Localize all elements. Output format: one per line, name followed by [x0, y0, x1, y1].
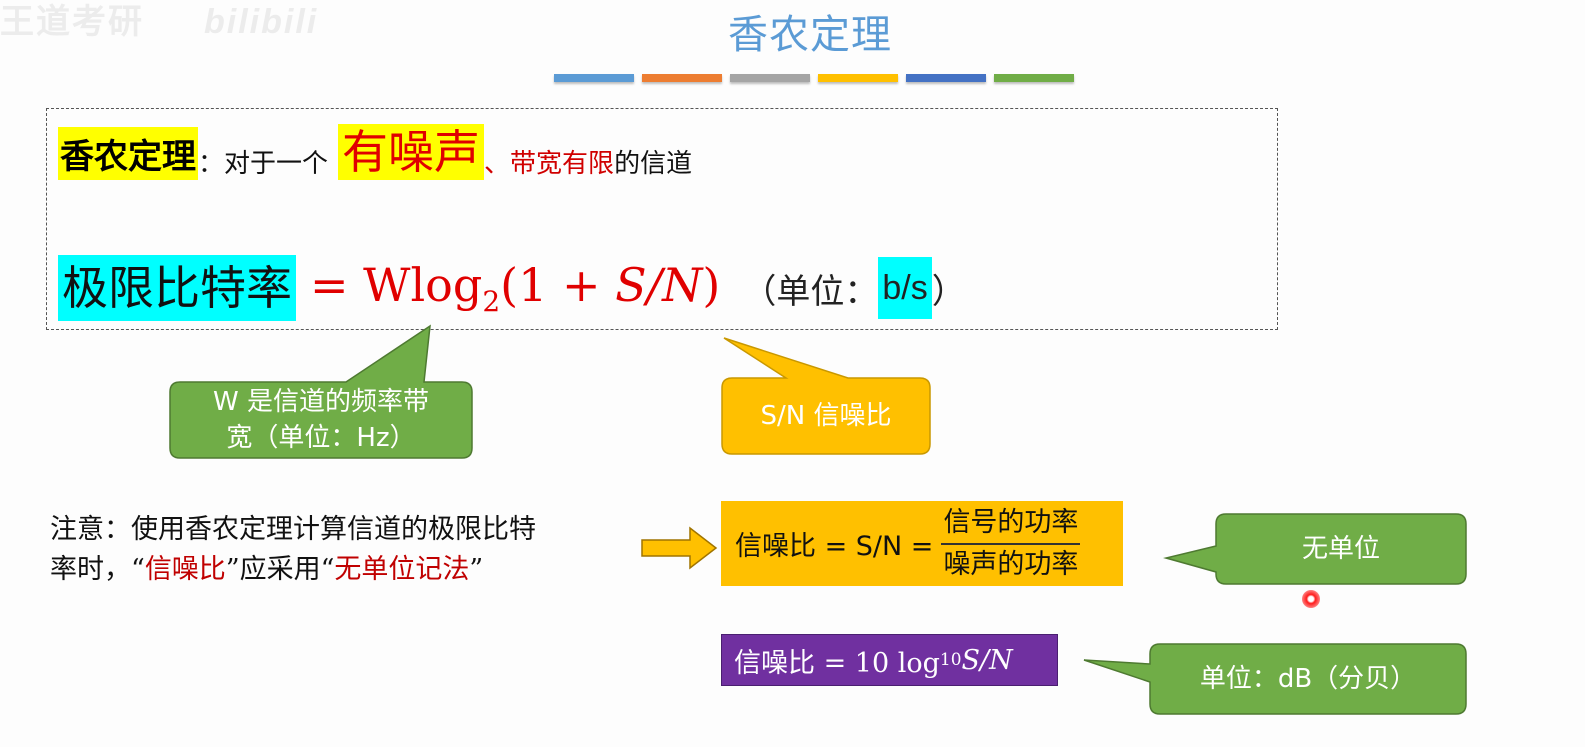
- snr-db-prefix: 信噪比 = 10 log: [734, 647, 940, 679]
- noisy-highlight: 有噪声: [338, 124, 485, 180]
- snr-ratio-box: 信噪比 = S/N = 信号的功率 噪声的功率: [721, 501, 1123, 586]
- w-callout-line2: 宽（单位：Hz）: [226, 423, 416, 453]
- shannon-formula: = Wlog2(1 + S/N): [310, 258, 720, 318]
- definition-box: [46, 108, 1278, 330]
- note-line1: 注意：使用香农定理计算信道的极限比特: [50, 514, 536, 545]
- note-method-highlight: 无单位记法: [334, 554, 470, 585]
- note-snr-highlight: 信噪比: [144, 554, 226, 585]
- snr-fraction: 信号的功率 噪声的功率: [941, 505, 1081, 583]
- no-unit-callout-text: 无单位: [1301, 534, 1380, 564]
- separator: 、: [484, 149, 511, 179]
- definition-tail: 的信道: [614, 149, 693, 179]
- watermark-bilibili-logo: bilibili: [204, 3, 319, 41]
- note-seg: ”应采用“: [225, 554, 335, 585]
- decor-bars: [554, 74, 1074, 82]
- formula-open: (1 +: [500, 257, 616, 312]
- formula-close: ): [702, 257, 721, 312]
- fraction-denominator: 噪声的功率: [943, 548, 1079, 580]
- formula-log-base: 2: [482, 285, 501, 319]
- note-seg: ”: [469, 554, 484, 585]
- snr-db-log-base: 10: [939, 650, 962, 670]
- decor-bar: [994, 74, 1074, 82]
- watermark: 王道考研 bilibili: [0, 0, 318, 43]
- decor-bar: [554, 74, 634, 82]
- watermark-channel: 王道考研: [0, 2, 144, 42]
- snr-ratio-label: 信噪比 = S/N =: [735, 531, 934, 562]
- note-text: 注意：使用香农定理计算信道的极限比特 率时，“信噪比”应采用“无单位记法”: [50, 510, 670, 590]
- arrow-right-icon: [641, 526, 718, 570]
- note-line2: 率时，“信噪比”应采用“无单位记法”: [50, 550, 670, 590]
- snr-db-sn: S/N: [961, 644, 1013, 676]
- slide-title: 香农定理: [728, 12, 892, 58]
- db-callout-text: 单位：dB（分贝）: [1199, 664, 1417, 694]
- definition-line: 香农定理 ： 对于一个 有噪声 、 带宽有限 的信道: [58, 124, 692, 180]
- decor-bar: [730, 74, 810, 82]
- sn-callout-text: S/N 信噪比: [760, 401, 892, 431]
- theorem-term: 香农定理: [58, 127, 198, 180]
- decor-bar: [818, 74, 898, 82]
- formula-sn: S/N: [615, 257, 703, 312]
- colon: ：: [198, 149, 225, 179]
- max-bitrate-label: 极限比特率: [58, 255, 296, 321]
- w-callout-bubble: [169, 324, 473, 459]
- note-seg: 率时，“: [50, 554, 145, 585]
- w-callout-line1: W 是信道的频率带: [213, 387, 429, 417]
- decor-bar: [906, 74, 986, 82]
- fraction-numerator: 信号的功率: [941, 505, 1081, 545]
- w-callout-text: W 是信道的频率带 宽（单位：Hz）: [170, 384, 472, 456]
- decor-bar: [642, 74, 722, 82]
- db-callout-bubble: [1083, 643, 1467, 715]
- no-unit-callout-bubble: [1163, 513, 1467, 585]
- unit-open: （单位：: [742, 271, 879, 312]
- laser-pointer-dot: [1302, 590, 1320, 608]
- definition-lead: 对于一个: [224, 149, 329, 179]
- formula-prefix: = Wlog: [310, 257, 483, 312]
- formula-line: 极限比特率 = Wlog2(1 + S/N) （单位： b/s ）: [58, 255, 966, 321]
- unit-value: b/s: [878, 257, 932, 319]
- bandlimited-text: 带宽有限: [510, 149, 615, 179]
- sn-callout-bubble: [721, 337, 931, 455]
- unit-close: ）: [931, 271, 966, 312]
